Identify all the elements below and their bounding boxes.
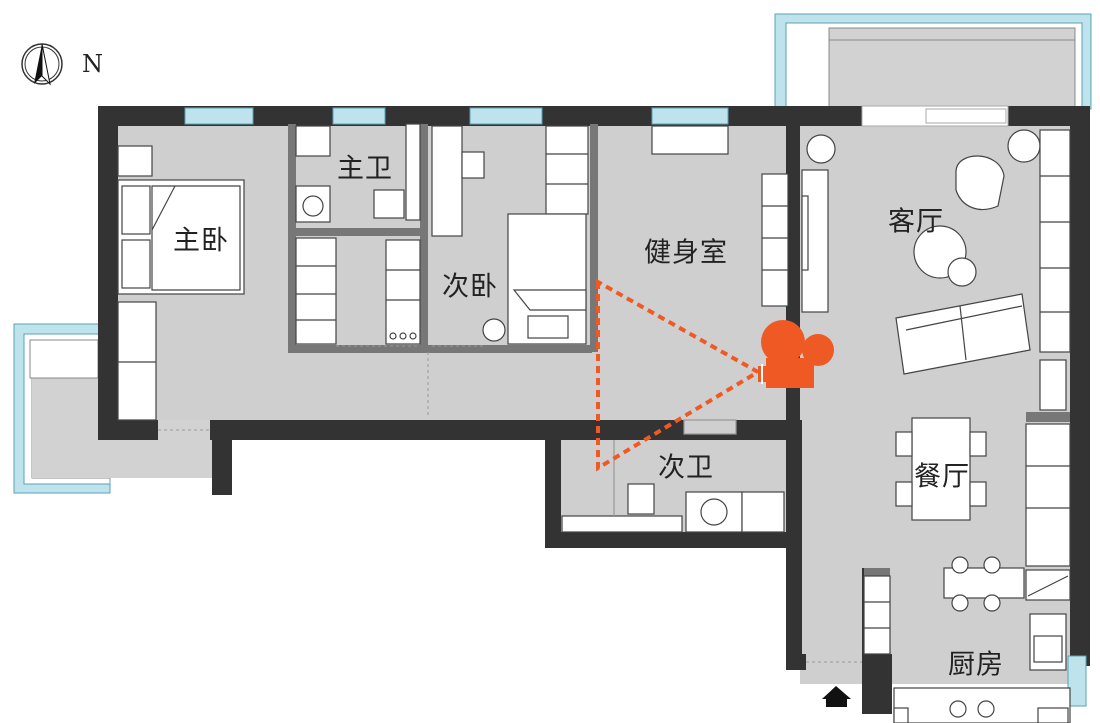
second-bed <box>431 125 589 345</box>
north-label: N <box>82 50 103 78</box>
door-openings <box>158 345 862 663</box>
camera-icon <box>758 320 834 388</box>
balcony-top <box>774 13 1092 113</box>
master-bed <box>117 145 245 421</box>
kitchen-fixtures <box>863 556 1071 723</box>
room-label-second-bath: 次卫 <box>658 452 714 484</box>
entrance-arrow-icon <box>822 686 851 707</box>
room-label-living-room: 客厅 <box>888 206 944 238</box>
second-bath-fixtures <box>561 419 785 533</box>
windows <box>184 107 1087 707</box>
room-label-kitchen: 厨房 <box>948 649 1004 681</box>
closets <box>295 237 421 345</box>
camera-view-cone <box>596 278 762 472</box>
dining-table <box>895 417 1071 567</box>
room-label-gym: 健身室 <box>644 237 728 269</box>
gym-equipment <box>651 125 789 307</box>
north-arrow-icon <box>21 43 63 86</box>
room-label-dining-room: 餐厅 <box>914 461 970 493</box>
room-label-master-bath: 主卫 <box>337 153 393 185</box>
room-label-second-bedroom: 次卧 <box>442 271 498 303</box>
living-room-furniture <box>801 129 1071 411</box>
master-bath-fixtures <box>295 123 421 223</box>
room-label-master-bedroom: 主卧 <box>173 225 229 257</box>
